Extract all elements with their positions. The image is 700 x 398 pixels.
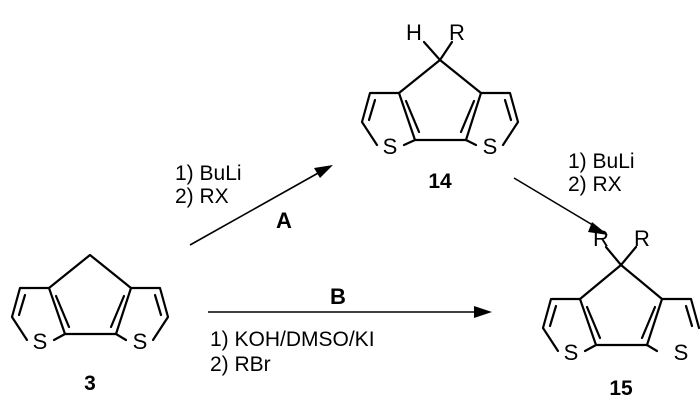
arrow-route-b xyxy=(208,306,492,318)
route-a-reagent-step2: 2) RX xyxy=(175,185,229,208)
compound-3-structure xyxy=(10,253,170,342)
compound-14-sulfur-left: S xyxy=(383,134,398,159)
compound-14-label: 14 xyxy=(428,170,452,193)
compound-14-structure xyxy=(360,40,520,147)
compound-15-sulfur-left: S xyxy=(564,340,579,365)
second-alkylation-reagent-step1: 1) BuLi xyxy=(568,150,635,173)
route-b-label: B xyxy=(330,284,346,309)
compound-15-r-group-right: R xyxy=(634,226,650,251)
compound-3-label: 3 xyxy=(84,372,96,395)
route-b-reagent-step2: 2) RBr xyxy=(210,353,271,376)
arrow-route-a xyxy=(189,165,333,246)
compound-15-structure xyxy=(541,245,700,353)
compound-3-sulfur-right: S xyxy=(133,329,148,354)
route-b-reagent-step1: 1) KOH/DMSO/KI xyxy=(210,328,375,351)
compound-15-label: 15 xyxy=(609,377,633,398)
route-a-reagent-step1: 1) BuLi xyxy=(175,162,242,185)
compound-14-sulfur-right: S xyxy=(483,134,498,159)
compound-14-hydrogen: H xyxy=(406,20,422,45)
compound-14-r-group: R xyxy=(449,20,465,45)
compound-3-sulfur-left: S xyxy=(33,329,48,354)
arrow-second-alkylation xyxy=(513,177,608,235)
second-alkylation-reagent-step2: 2) RX xyxy=(568,173,622,196)
compound-15-sulfur-right: S xyxy=(674,340,689,365)
route-a-label: A xyxy=(276,208,292,233)
